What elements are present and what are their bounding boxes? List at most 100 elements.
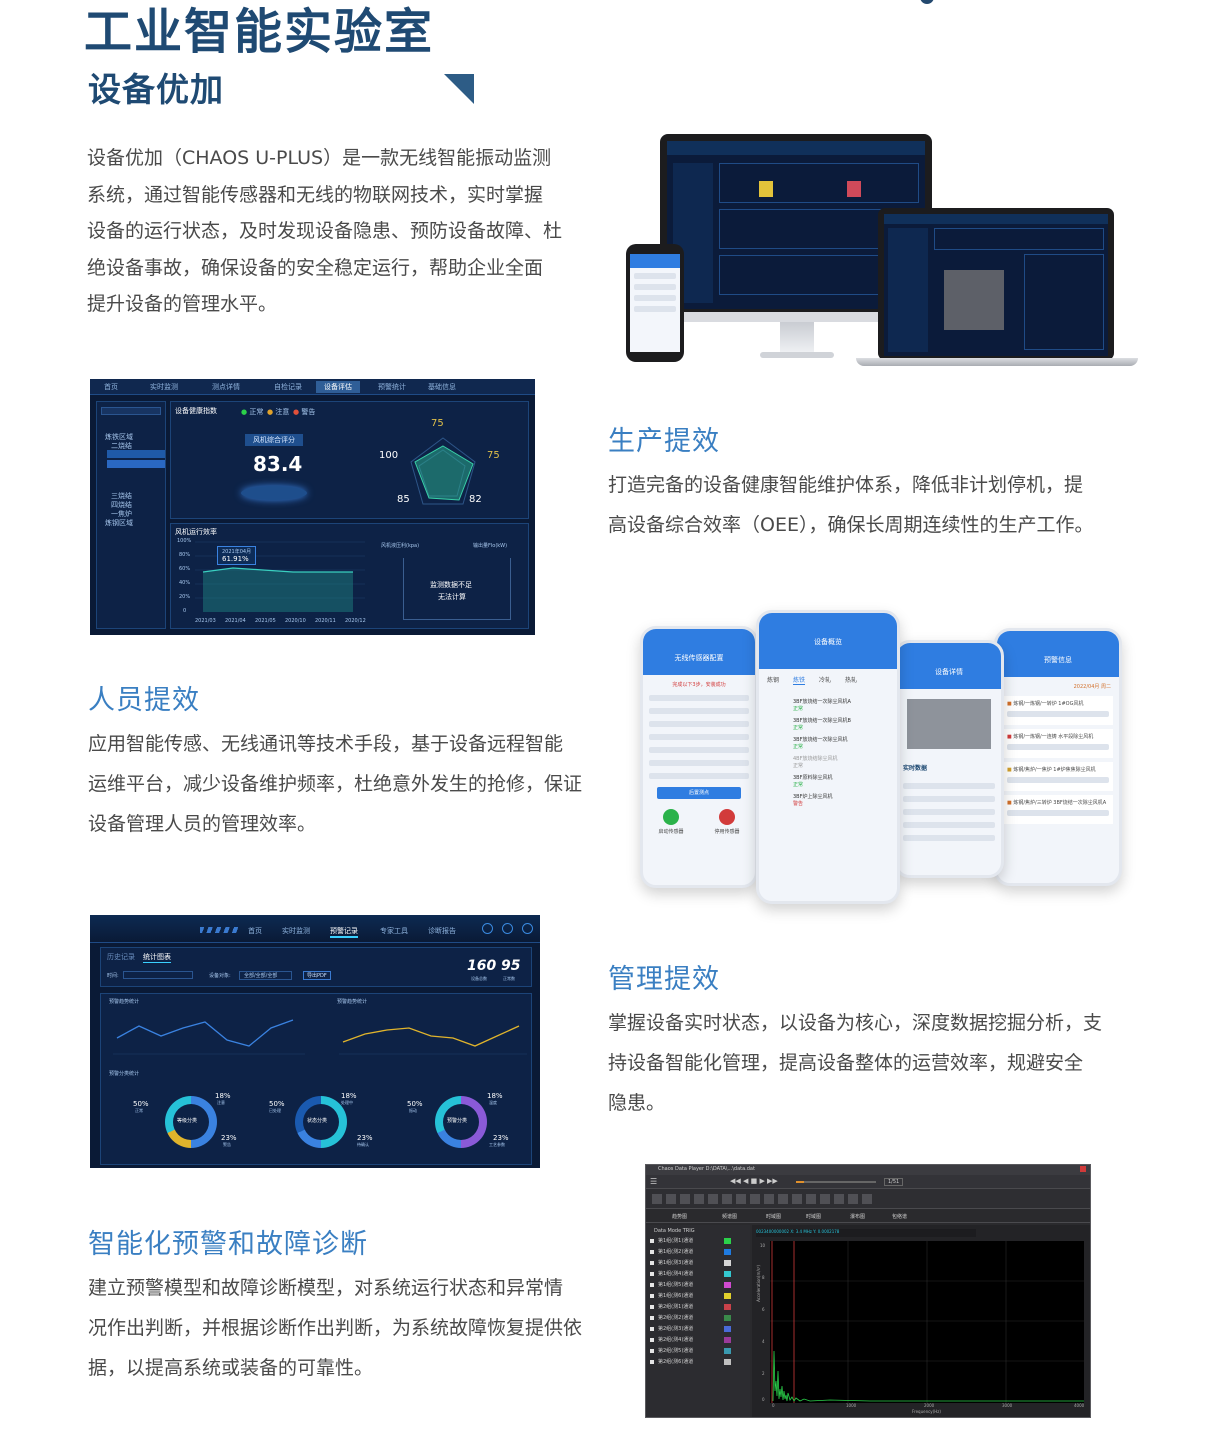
close-icon[interactable] — [1080, 1166, 1086, 1172]
start-sensor-button[interactable]: 启动传感器 — [658, 809, 684, 835]
tab-spectrum[interactable]: 频谱图 — [722, 1214, 738, 1220]
channel-checkbox[interactable] — [650, 1239, 654, 1243]
channel-row[interactable]: 第2组(测3)通道 — [646, 1325, 750, 1336]
health-tab-points[interactable]: 测点详情 — [212, 383, 240, 391]
health-tab-realtime[interactable]: 实时监测 — [150, 383, 178, 391]
alarm-tab-records[interactable]: 预警记录 — [330, 926, 358, 938]
data-player-window: Chaos Data Player D:\DATA\...\data.dat ☰… — [645, 1164, 1091, 1418]
tree-node[interactable]: 三烧结 — [111, 492, 132, 500]
channel-label: 第2组(测5)通道 — [658, 1348, 694, 1354]
donut-label: 18% — [215, 1092, 231, 1100]
health-tab-alarm-stats[interactable]: 预警统计 — [378, 383, 406, 391]
health-tab-assessment[interactable]: 设备评估 — [316, 381, 360, 393]
channel-row[interactable]: 第1组(测3)通道 — [646, 1259, 750, 1270]
config-button[interactable]: 后置测点 — [657, 787, 741, 799]
tab-envelope[interactable]: 包络谱 — [892, 1214, 908, 1220]
overview-item[interactable]: 3BF炉上除尘风机警告 — [793, 794, 833, 807]
channel-row[interactable]: 第1组(测5)通道 — [646, 1281, 750, 1292]
alarm-tab-home[interactable]: 首页 — [248, 927, 262, 935]
alarm-tab-expert[interactable]: 专家工具 — [380, 927, 408, 935]
overview-item[interactable]: 3BF原料除尘风机正常 — [793, 775, 833, 788]
y-tick: 6 — [762, 1307, 765, 1312]
playback-controls-icon[interactable]: ◀◀ ◀ ■ ▶ ▶▶ — [730, 1177, 778, 1185]
tab-trend[interactable]: 趋势图 — [672, 1214, 688, 1220]
alarm-tab-realtime[interactable]: 实时监测 — [282, 927, 310, 935]
tree-node[interactable]: 四烧结 — [111, 501, 132, 509]
donut-label: 23% — [221, 1134, 237, 1142]
y-tick: 80% — [179, 552, 191, 558]
alert-card[interactable]: ■ 炼钢/一炼钢/一连铸 水平段除尘风机 — [1003, 729, 1113, 758]
alert-card[interactable]: ■ 炼钢/焦炉/三转炉 3BF烧结一次除尘风机A — [1003, 795, 1113, 824]
channel-checkbox[interactable] — [650, 1349, 654, 1353]
channel-checkbox[interactable] — [650, 1338, 654, 1342]
menu-icon[interactable]: ☰ — [650, 1177, 658, 1186]
channel-checkbox[interactable] — [650, 1272, 654, 1276]
alert-card[interactable]: ■ 炼钢/一炼钢/一转炉 1#OG风机 — [1003, 696, 1113, 725]
tree-node[interactable]: 炼铁区域 — [105, 433, 133, 441]
channel-checkbox[interactable] — [650, 1360, 654, 1364]
channel-checkbox[interactable] — [650, 1305, 654, 1309]
health-tab-home[interactable]: 首页 — [104, 383, 118, 391]
power-icon[interactable] — [522, 923, 533, 934]
health-tab-basic-info[interactable]: 基础信息 — [428, 383, 456, 391]
channel-checkbox[interactable] — [650, 1250, 654, 1254]
channel-row[interactable]: 第1组(测2)通道 — [646, 1248, 750, 1259]
no-data-line: 无法计算 — [438, 593, 466, 601]
y-tick: 100% — [177, 538, 192, 544]
channel-row[interactable]: 第2组(测1)通道 — [646, 1303, 750, 1314]
channel-row[interactable]: 第1组(测1)通道 — [646, 1237, 750, 1248]
subtab-history[interactable]: 历史记录 — [107, 953, 135, 961]
alert-card[interactable]: ■ 炼钢/焦炉/一焦炉 1#炉焦焦除尘风机 — [1003, 762, 1113, 791]
overview-tab[interactable]: 热轧 — [845, 677, 858, 684]
settings-icon[interactable] — [502, 923, 513, 934]
channel-label: 第1组(测3)通道 — [658, 1260, 694, 1266]
export-pdf-button[interactable]: 导出PDF — [303, 971, 331, 980]
y-tick: 10 — [760, 1243, 766, 1248]
channel-row[interactable]: 第2组(测5)通道 — [646, 1347, 750, 1358]
channel-checkbox[interactable] — [650, 1316, 654, 1320]
subtab-charts[interactable]: 统计图表 — [143, 953, 171, 963]
tree-node[interactable]: 一焦炉 — [111, 510, 132, 518]
channel-row[interactable]: 第2组(测2)通道 — [646, 1314, 750, 1325]
donut-sub: 正常 — [135, 1108, 143, 1113]
personnel-title: 人员提效 — [88, 685, 200, 716]
donut-label: 50% — [269, 1100, 285, 1108]
tab-time-2[interactable]: 时域图 — [806, 1214, 822, 1220]
tree-node[interactable]: 二烧结 — [111, 442, 132, 450]
channel-color-swatch — [724, 1271, 731, 1277]
stop-sensor-button[interactable]: 停用传感器 — [714, 809, 740, 835]
overview-item[interactable]: 3BF放烧结一次除尘风机正常 — [793, 737, 848, 750]
overview-tab[interactable]: 炼铁 — [793, 677, 806, 685]
channel-row[interactable]: 第2组(测6)通道 — [646, 1358, 750, 1369]
x-tick: 2000 — [924, 1403, 935, 1408]
tool-icons[interactable] — [652, 1194, 872, 1204]
overview-tab[interactable]: 冷轧 — [819, 677, 832, 684]
channel-row[interactable]: 第1组(测6)通道 — [646, 1292, 750, 1303]
filter-time-input[interactable] — [123, 971, 193, 979]
x-tick: 2020/11 — [315, 618, 336, 624]
filter-device-select[interactable]: 全部/全部/全部 — [239, 971, 293, 980]
channel-checkbox[interactable] — [650, 1283, 654, 1287]
alarm-tab-report[interactable]: 诊断报告 — [428, 927, 456, 935]
channel-label: 第2组(测4)通道 — [658, 1337, 694, 1343]
overview-tab[interactable]: 炼钢 — [767, 677, 780, 684]
tree-node[interactable]: 炼钢区域 — [105, 519, 133, 527]
top-decoration — [920, 0, 934, 4]
channel-color-swatch — [724, 1293, 731, 1299]
channel-checkbox[interactable] — [650, 1294, 654, 1298]
tooltip-value: 61.91% — [222, 555, 249, 563]
channel-checkbox[interactable] — [650, 1261, 654, 1265]
tab-waterfall[interactable]: 瀑布图 — [850, 1214, 866, 1220]
channel-row[interactable]: 第2组(测4)通道 — [646, 1336, 750, 1347]
tree-search-input[interactable] — [101, 407, 161, 415]
health-tab-selfcheck[interactable]: 自检记录 — [274, 383, 302, 391]
user-icon[interactable] — [482, 923, 493, 934]
filter-device-label: 设备对象: — [209, 973, 231, 979]
diagnosis-title: 智能化预警和故障诊断 — [88, 1229, 368, 1260]
channel-checkbox[interactable] — [650, 1327, 654, 1331]
channel-row[interactable]: 第1组(测4)通道 — [646, 1270, 750, 1281]
tab-time[interactable]: 时域图 — [766, 1214, 782, 1220]
overview-item[interactable]: 4BF放烧结除尘风机正常 — [793, 756, 838, 769]
